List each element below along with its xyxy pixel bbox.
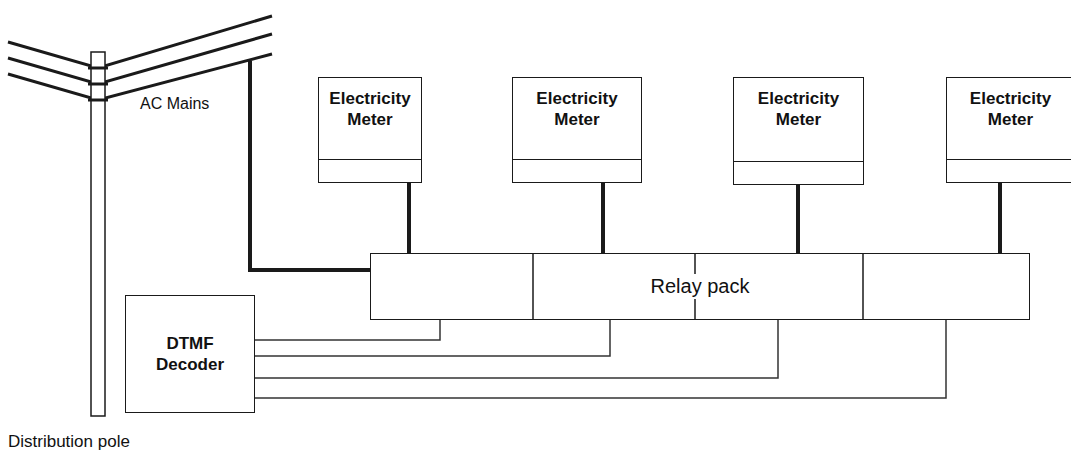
control-wire [255,320,440,340]
relay-divider [532,253,534,320]
meter-base-strip [734,161,863,184]
distribution-pole [91,52,105,416]
wire-clamp [88,99,108,102]
overhead-wires [8,16,272,100]
wire-label: AC Mains [140,95,209,113]
meter-box: Electricity Meter [946,77,1071,183]
overhead-wire [8,34,272,84]
box-label: Electricity Meter [519,88,635,131]
relay-divider [862,253,864,320]
meter-supply-wire [601,183,605,253]
meter-box: Electricity Meter [512,77,642,183]
relay-label: Relay pack [648,274,753,299]
meter-base-strip [513,159,641,182]
relay-pack-box: Relay pack [370,253,1030,320]
meter-supply-wire [796,185,800,253]
box-label: Electricity Meter [740,88,857,131]
decoder-box: DTMF Decoder [125,295,255,413]
box-label: Electricity Meter [953,88,1068,131]
meter-base-strip [947,159,1071,182]
relay-dividers [533,253,863,320]
meter-base-strip [319,159,421,182]
control-wire [255,320,610,356]
meter-supply-wire [998,183,1002,253]
box-label: DTMF Decoder [132,333,248,376]
overhead-wire [8,16,272,68]
control-wire [255,320,946,398]
wire-clamp [88,83,108,86]
meter-box: Electricity Meter [318,77,422,183]
box-label: Electricity Meter [325,88,415,131]
pole-label: Distribution pole [8,432,130,452]
control-wire [255,320,778,378]
overhead-wire [8,54,272,100]
wire-clamp [88,67,108,70]
meter-box: Electricity Meter [733,77,864,185]
meter-supply-wire [407,183,411,253]
